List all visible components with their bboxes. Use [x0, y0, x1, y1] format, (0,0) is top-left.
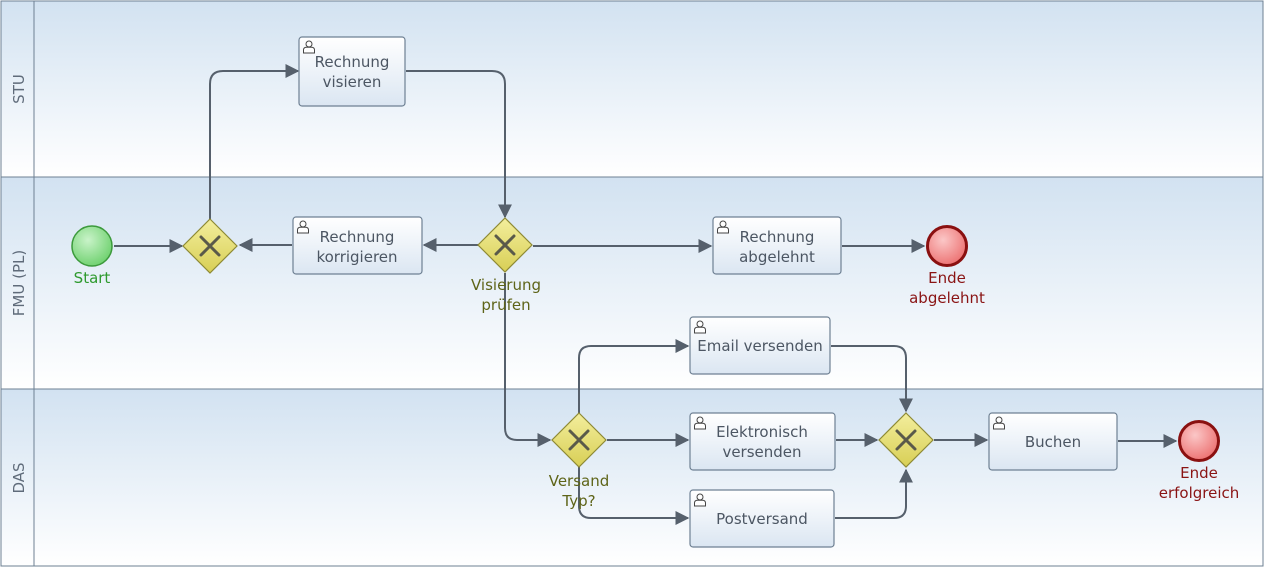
task-label-line2: versenden	[722, 443, 801, 461]
gateway-label-line2: Typ?	[561, 492, 595, 510]
gateway-label-line2: prüfen	[481, 296, 530, 314]
task-rechnung-abgelehnt[interactable]: Rechnung abgelehnt	[712, 216, 842, 275]
sequence-flows	[114, 64, 1178, 525]
task-label-line1: Elektronisch	[716, 423, 808, 441]
gateway-label-line1: Visierung	[471, 276, 541, 294]
gateway-label-line1: Versand	[549, 472, 610, 490]
lane-stu: STU	[0, 0, 1264, 178]
gateway-versand-typ[interactable]	[551, 412, 607, 468]
end-event-label-line1: Ende	[928, 269, 966, 287]
task-label-line1: Rechnung	[320, 228, 395, 246]
gateway-visierung-pruefen[interactable]	[477, 217, 533, 273]
exclusive-x-icon	[895, 429, 917, 451]
task-label-line2: visieren	[323, 73, 382, 91]
flow-merge-to-visieren	[209, 64, 300, 219]
task-label: Postversand	[716, 510, 808, 528]
end-event-label-line1: Ende	[1180, 464, 1218, 482]
task-postversand[interactable]: Postversand	[689, 489, 835, 548]
task-label: Email versenden	[697, 337, 822, 355]
task-label-line1: Rechnung	[740, 228, 815, 246]
gateway-join[interactable]	[878, 412, 934, 468]
flow-post-to-join	[835, 468, 913, 519]
gateway-merge[interactable]	[182, 218, 238, 274]
exclusive-x-icon	[199, 235, 221, 257]
task-label: Buchen	[1025, 433, 1081, 451]
flow-visieren-to-check	[406, 70, 512, 219]
flow-check-to-versand	[504, 273, 552, 447]
exclusive-x-icon	[494, 234, 516, 256]
start-event[interactable]	[71, 225, 113, 267]
end-event-label-line2: erfolgreich	[1159, 484, 1240, 502]
task-label-line1: Rechnung	[315, 53, 390, 71]
lane-label-stu: STU	[10, 74, 28, 104]
task-elektronisch-versenden[interactable]: Elektronisch versenden	[689, 412, 836, 471]
end-event-label-line2: abgelehnt	[909, 289, 985, 307]
flow-versand-to-post	[578, 467, 690, 525]
task-buchen[interactable]: Buchen	[988, 412, 1118, 471]
task-email-versenden[interactable]: Email versenden	[689, 316, 831, 375]
lane-fmu: FMU (PL)	[0, 176, 1264, 390]
lane-label-das: DAS	[10, 462, 28, 493]
flow-versand-to-email	[578, 339, 690, 413]
lane-label-fmu: FMU (PL)	[10, 250, 28, 316]
end-event-erfolgreich[interactable]	[1178, 420, 1220, 462]
task-label-line2: korrigieren	[316, 248, 397, 266]
task-rechnung-visieren[interactable]: Rechnung visieren	[298, 36, 406, 107]
exclusive-x-icon	[568, 429, 590, 451]
task-rechnung-korrigieren[interactable]: Rechnung korrigieren	[292, 216, 423, 275]
task-label-line2: abgelehnt	[739, 248, 815, 266]
end-event-abgelehnt[interactable]	[926, 225, 968, 267]
start-event-label: Start	[74, 269, 111, 287]
flow-email-to-join	[831, 345, 913, 413]
